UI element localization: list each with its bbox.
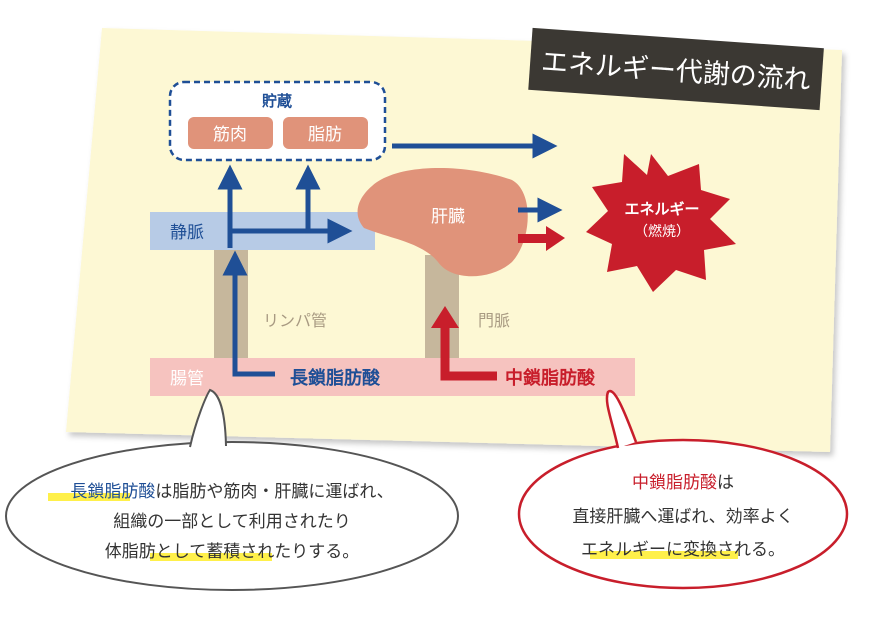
right-bubble-line1: 中鎖脂肪酸は [632,473,734,493]
energy-burst [586,154,736,292]
left-bubble-line3: 体脂肪として蓄積されたりする。 [105,542,360,562]
mcfa-label: 中鎖脂肪酸 [505,367,596,389]
left-highlight-2 [150,553,272,561]
muscle-label: 筋肉 [213,125,247,145]
lcfa-route-arrow [222,250,275,377]
right-bubble-highlight-term: 中鎖脂肪酸 [632,473,717,493]
storage-label: 貯蔵 [262,92,292,110]
liver-label: 肝臓 [431,207,465,227]
intestine-label: 腸管 [170,369,204,389]
portal-label: 門脈 [478,311,510,330]
lymph-label: リンパ管 [263,311,327,330]
left-bubble-highlight-term: 長鎖脂肪酸 [70,482,155,502]
left-bubble-line2: 組織の一部として利用されたり [113,512,351,532]
intestine-band [150,358,635,396]
right-bubble-line1-rest: は [717,473,734,493]
left-bubble-line1-rest: は脂肪や筋肉・肝臓に運ばれ、 [155,482,393,502]
lymph-duct [214,250,248,360]
right-bubble-line2: 直接肝臓へ運ばれ、効率よく [572,507,793,527]
left-highlight-1 [48,493,130,501]
fat-label: 脂肪 [308,125,342,145]
mcfa-route-arrow [440,326,497,381]
left-bubble-line1: 長鎖脂肪酸は脂肪や筋肉・肝臓に運ばれ、 [70,482,393,502]
liver-to-energy-red-head [546,226,565,251]
energy-sublabel: （燃焼） [634,223,690,240]
title-banner: エネルギー代謝の流れ [528,27,824,111]
muscle-box [188,117,273,149]
vein-label: 静脈 [170,223,204,243]
mcfa-arrowhead [431,306,459,328]
liver-shape [357,167,528,277]
left-speech-bubble [5,388,459,591]
energy-label: エネルギー [624,200,699,218]
fat-box [283,117,368,149]
right-bubble-line3: エネルギーに変換される。 [581,540,785,560]
lcfa-label: 長鎖脂肪酸 [290,367,381,389]
liver-to-energy-red-shaft [518,234,548,243]
right-highlight [590,551,738,559]
